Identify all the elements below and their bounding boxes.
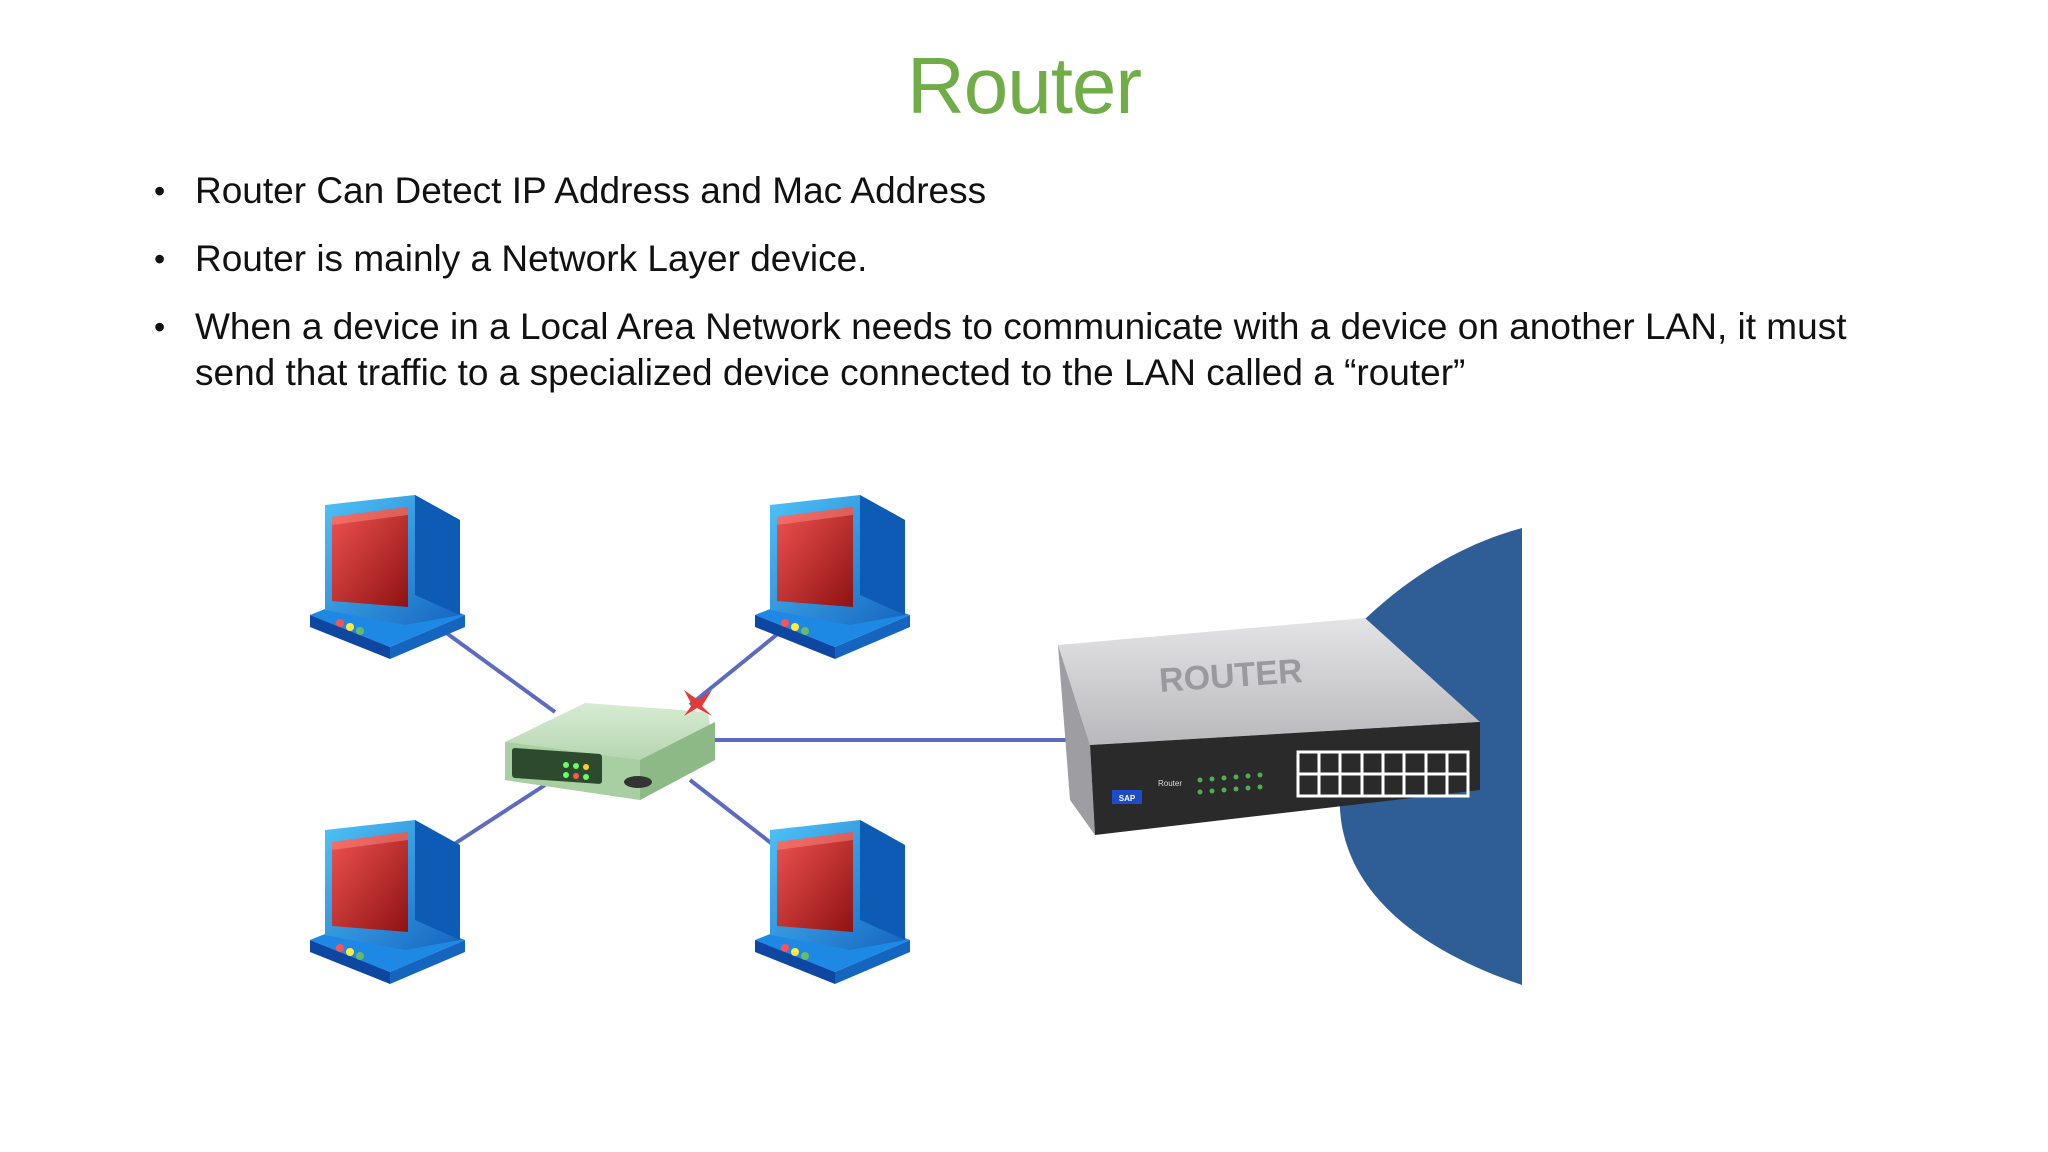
switch-icon <box>505 690 715 800</box>
bullet-text: When a device in a Local Area Network ne… <box>195 306 1847 393</box>
computer-icon <box>755 820 910 984</box>
bullet-icon: • <box>154 173 166 209</box>
cable-bottom-right <box>688 778 782 852</box>
bullet-text: Router Can Detect IP Address and Mac Add… <box>195 170 987 211</box>
computer-icon <box>755 495 910 659</box>
router-icon: ROUTER SAP Router <box>1058 618 1480 835</box>
computer-icon <box>310 495 465 659</box>
bullet-icon: • <box>154 309 166 345</box>
bullet-item: • Router Can Detect IP Address and Mac Ad… <box>150 168 1890 214</box>
bullet-icon: • <box>154 241 166 277</box>
computer-icon <box>310 820 465 984</box>
bullet-list: • Router Can Detect IP Address and Mac Ad… <box>150 168 1890 418</box>
router-badge-text: SAP <box>1119 794 1136 803</box>
bullet-text: Router is mainly a Network Layer device. <box>195 238 868 279</box>
bullet-item: • Router is mainly a Network Layer device… <box>150 236 1890 282</box>
bullet-item: • When a device in a Local Area Network n… <box>150 304 1890 396</box>
slide-title: Router <box>906 41 1142 130</box>
cable-bottom-left <box>443 783 547 852</box>
cable-top-left <box>443 630 557 714</box>
router-brand: Router <box>1158 779 1182 788</box>
router-badge <box>1112 790 1142 804</box>
cable-top-right <box>688 630 782 707</box>
